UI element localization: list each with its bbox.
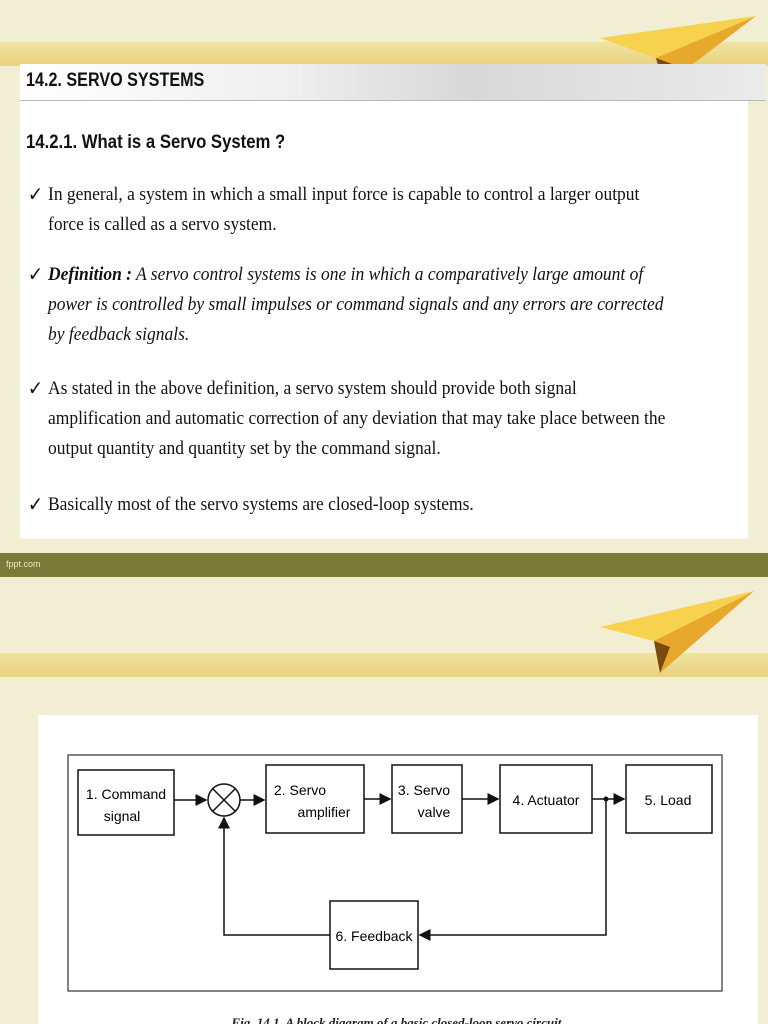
command-label-line1: 1. Command <box>86 786 166 802</box>
summing-junction <box>207 783 241 817</box>
actuator-label: 4. Actuator <box>513 792 580 808</box>
checkmark-icon: ✓ <box>27 378 44 400</box>
load-block: 5. Load <box>625 764 713 834</box>
definition-term: Definition : <box>48 264 133 285</box>
diagram-page: 1. Command signal 2. Servo amplifier 3. … <box>38 715 758 1024</box>
slide-footer: fppt.com <box>0 553 768 577</box>
checkmark-icon: ✓ <box>27 264 44 286</box>
checkmark-icon: ✓ <box>27 184 44 206</box>
paper-plane-icon <box>600 591 754 673</box>
feedback-label: 6. Feedback <box>335 928 413 944</box>
bullet-item: ✓ Basically most of the servo systems ar… <box>28 490 674 520</box>
footer-brand: fppt.com <box>6 559 41 569</box>
bullet-item: ✓ As stated in the above definition, a s… <box>28 374 674 464</box>
header-band <box>0 653 768 677</box>
slide-2: 1. Command signal 2. Servo amplifier 3. … <box>0 577 768 1024</box>
figure-caption: Fig. 14.1. A block diagram of a basic cl… <box>231 1015 565 1024</box>
arrow-output-to-feedback <box>418 799 607 941</box>
block-diagram: 1. Command signal 2. Servo amplifier 3. … <box>67 754 723 992</box>
subsection-title: 14.2.1. What is a Servo System ? <box>26 132 286 153</box>
valve-label-line1: 3. Servo <box>398 782 450 798</box>
command-label-line2: signal <box>104 808 141 824</box>
branch-point <box>603 796 609 802</box>
bullet-text: Basically most of the servo systems are … <box>48 494 474 515</box>
valve-label-line2: valve <box>418 804 451 820</box>
feedback-block: 6. Feedback <box>329 900 419 970</box>
slide-1: 14.2. SERVO SYSTEMS 14.2.1. What is a Se… <box>0 16 768 539</box>
checkmark-icon: ✓ <box>27 494 44 516</box>
arrow-feedback-to-junction <box>218 816 330 936</box>
diagram-frame <box>67 754 723 992</box>
bullet-text: A servo control systems is one in which … <box>48 264 664 345</box>
load-label: 5. Load <box>645 792 692 808</box>
section-title-bar: 14.2. SERVO SYSTEMS <box>20 64 766 101</box>
bullet-item: ✓ Definition : A servo control systems i… <box>28 260 674 350</box>
command-signal-block: 1. Command signal <box>77 769 175 836</box>
bullet-text: As stated in the above definition, a ser… <box>48 378 666 459</box>
bullet-item: ✓ In general, a system in which a small … <box>28 180 674 240</box>
servo-amplifier-block: 2. Servo amplifier <box>265 764 365 834</box>
signal-arrows <box>174 793 626 941</box>
bullet-text: In general, a system in which a small in… <box>48 184 640 235</box>
document-page: 14.2. SERVO SYSTEMS 14.2.1. What is a Se… <box>20 64 766 539</box>
section-title: 14.2. SERVO SYSTEMS <box>26 70 205 91</box>
servo-valve-block: 3. Servo valve <box>391 764 463 834</box>
actuator-block: 4. Actuator <box>499 764 593 834</box>
amplifier-label-line1: 2. Servo <box>274 782 326 798</box>
amplifier-label-line2: amplifier <box>298 804 351 820</box>
